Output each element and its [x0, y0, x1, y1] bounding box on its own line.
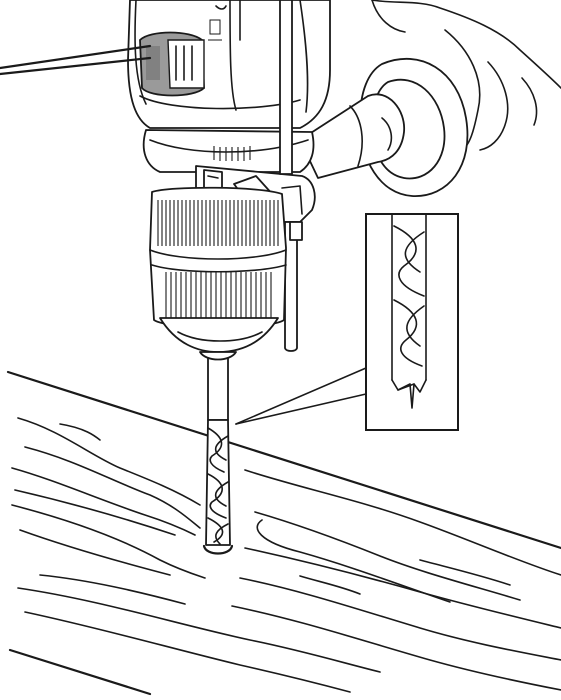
inset-leader-line-lower: [235, 393, 367, 425]
switch-callout-leaders: [0, 44, 152, 76]
wood-board: [6, 370, 561, 696]
drill-bit-body: [205, 419, 231, 546]
chuck-knurling-upper: [157, 200, 279, 246]
drill-bit-shank: [207, 354, 229, 421]
drill-bit: [205, 354, 231, 546]
collar-knurling: [213, 146, 251, 161]
wood-grain: [11, 417, 561, 693]
hand: [371, 0, 561, 151]
chuck-nose: [159, 317, 279, 353]
drill-housing: [127, 0, 331, 129]
inset-brad-point-bit: [391, 213, 427, 409]
drill-hole: [202, 544, 234, 555]
mode-indicator-icon: [209, 19, 221, 35]
inset-detail: [235, 213, 459, 431]
chuck-knurling-lower: [165, 272, 272, 318]
inset-frame: [365, 213, 459, 431]
board-top-edge: [6, 370, 561, 550]
depth-rod-lower: [284, 221, 298, 352]
drill-bit-flutes: [207, 427, 229, 545]
board-front-edge: [8, 648, 152, 696]
keyless-chuck: [149, 186, 287, 361]
side-handle-grip: [299, 93, 405, 179]
chuck-collar: [142, 129, 315, 173]
depth-rod-upper: [279, 0, 293, 175]
side-handle: [299, 58, 469, 197]
speed-selector-switch[interactable]: [139, 31, 205, 97]
inset-leader-line-upper: [235, 367, 367, 425]
depth-rod: [279, 0, 303, 352]
hand-outline: [371, 0, 561, 89]
